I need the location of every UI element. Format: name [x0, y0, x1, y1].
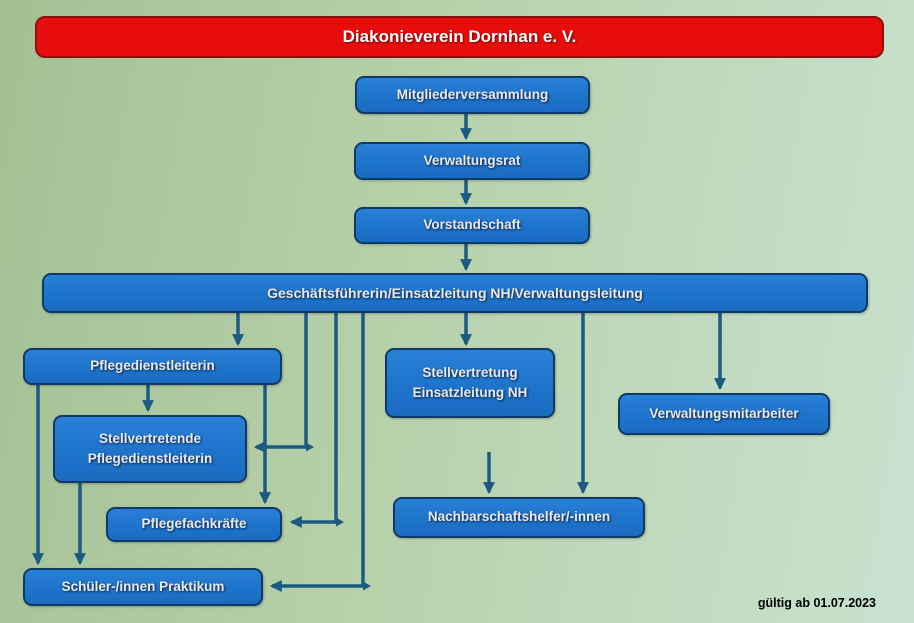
- connector-geschaeftsfuehrung-pflegefachkraefte: [289, 313, 338, 528]
- node-nachbarschaftshelfer: Nachbarschaftshelfer/-innen: [393, 497, 645, 538]
- corner-arrow-pflegefachkraefte: [336, 517, 344, 527]
- node-verwaltungsmitarbeiter-label: Verwaltungsmitarbeiter: [649, 405, 799, 421]
- node-schueler-praktikum: Schüler-/innen Praktikum: [23, 568, 263, 606]
- node-geschaeftsfuehrung: Geschäftsführerin/Einsatzleitung NH/Verw…: [42, 273, 868, 313]
- valid-from-note: gültig ab 01.07.2023: [758, 596, 876, 610]
- node-pflegedienstleiterin-label: Pflegedienstleiterin: [90, 358, 215, 374]
- node-stellv-einsatzleitung-line1: Stellvertretung: [422, 364, 518, 380]
- node-pflegefachkraefte: Pflegefachkräfte: [106, 507, 282, 542]
- node-mitgliederversammlung-label: Mitgliederversammlung: [396, 86, 549, 102]
- node-pflegedienstleiterin: Pflegedienstleiterin: [23, 348, 282, 385]
- node-geschaeftsfuehrung-label: Geschäftsführerin/Einsatzleitung NH/Verw…: [267, 284, 643, 301]
- node-stellv-einsatzleitung-line2: Einsatzleitung NH: [412, 385, 528, 400]
- node-pflegefachkraefte-label: Pflegefachkräfte: [141, 516, 247, 532]
- node-verwaltungsmitarbeiter: Verwaltungsmitarbeiter: [618, 393, 830, 435]
- node-stellv-pdl-line2: Pflegedienstleiterin: [87, 451, 213, 466]
- title-banner: Diakonieverein Dornhan e. V.: [35, 16, 884, 58]
- node-stellvertretung-einsatzleitung: Stellvertretung Einsatzleitung NH: [385, 348, 555, 418]
- node-nachbarschaftshelfer-label: Nachbarschaftshelfer/-innen: [427, 509, 611, 525]
- node-verwaltungsrat-label: Verwaltungsrat: [423, 152, 521, 168]
- node-schueler-praktikum-label: Schüler-/innen Praktikum: [61, 578, 225, 594]
- valid-from-label: gültig ab 01.07.2023: [757, 596, 876, 610]
- node-vorstandschaft: Vorstandschaft: [354, 207, 590, 244]
- corner-arrow-schueler: [363, 581, 371, 591]
- title-banner-label: Diakonieverein Dornhan e. V.: [342, 27, 577, 46]
- node-mitgliederversammlung: Mitgliederversammlung: [355, 76, 590, 114]
- node-stellv-pdl-line1: Stellvertretende: [98, 430, 202, 446]
- node-stellvertretende-pflegedienstleiterin: Stellvertretende Pflegedienstleiterin: [53, 415, 247, 483]
- corner-arrow-stellv-pdl: [306, 442, 314, 452]
- node-vorstandschaft-label: Vorstandschaft: [423, 217, 521, 233]
- node-verwaltungsrat: Verwaltungsrat: [354, 142, 590, 180]
- connector-geschaeftsfuehrung-schueler: [269, 313, 365, 592]
